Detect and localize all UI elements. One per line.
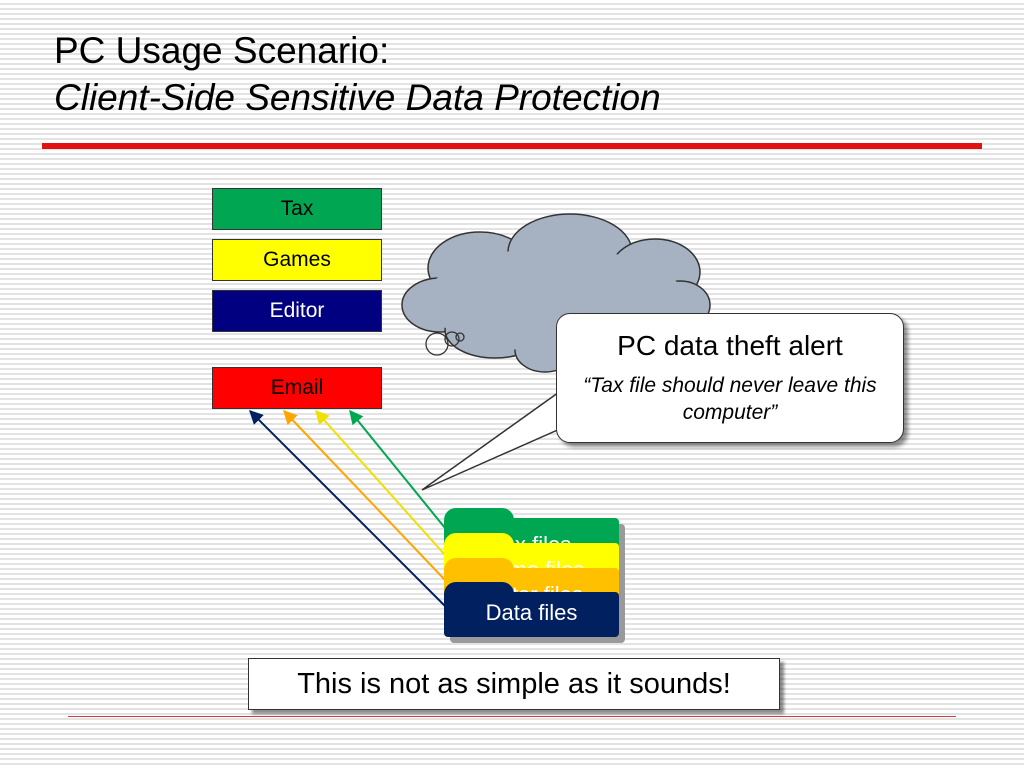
app-editor[interactable]: Editor — [212, 290, 382, 332]
bottom-divider — [68, 716, 956, 717]
footer-note-text: This is not as simple as it sounds! — [297, 667, 731, 700]
folder-tab — [444, 533, 514, 551]
slide-title: PC Usage Scenario: Client-Side Sensitive… — [54, 30, 661, 119]
folder-tab — [444, 508, 514, 526]
arrow-tax-files — [349, 409, 446, 529]
app-tax-label: Tax — [280, 197, 314, 220]
title-line-1: PC Usage Scenario: — [54, 30, 390, 71]
alert-heading: PC data theft alert — [617, 330, 843, 361]
arrow-data-files — [249, 410, 446, 607]
title-line-2: Client-Side Sensitive Data Protection — [54, 76, 661, 118]
arrow-editor-files — [283, 409, 446, 581]
app-editor-label: Editor — [269, 299, 325, 322]
folder-tab — [444, 558, 514, 576]
app-email[interactable]: Email — [212, 367, 382, 409]
app-games[interactable]: Games — [212, 239, 382, 281]
folder-data-files[interactable]: Data files — [444, 582, 619, 637]
theft-alert-callout: PC data theft alert “Tax file should nev… — [556, 313, 904, 443]
app-tax[interactable]: Tax — [212, 188, 382, 230]
folder-label: Data files — [485, 600, 578, 625]
folder-tab — [444, 582, 514, 600]
arrow-game-files — [315, 409, 446, 556]
title-divider — [42, 143, 982, 149]
footer-note: This is not as simple as it sounds! — [248, 658, 780, 710]
app-games-label: Games — [263, 248, 331, 271]
app-email-label: Email — [270, 376, 324, 399]
callout-pointer — [421, 388, 563, 491]
alert-quote: “Tax file should never leave this comput… — [583, 374, 877, 425]
thought-bubbles — [425, 331, 465, 356]
